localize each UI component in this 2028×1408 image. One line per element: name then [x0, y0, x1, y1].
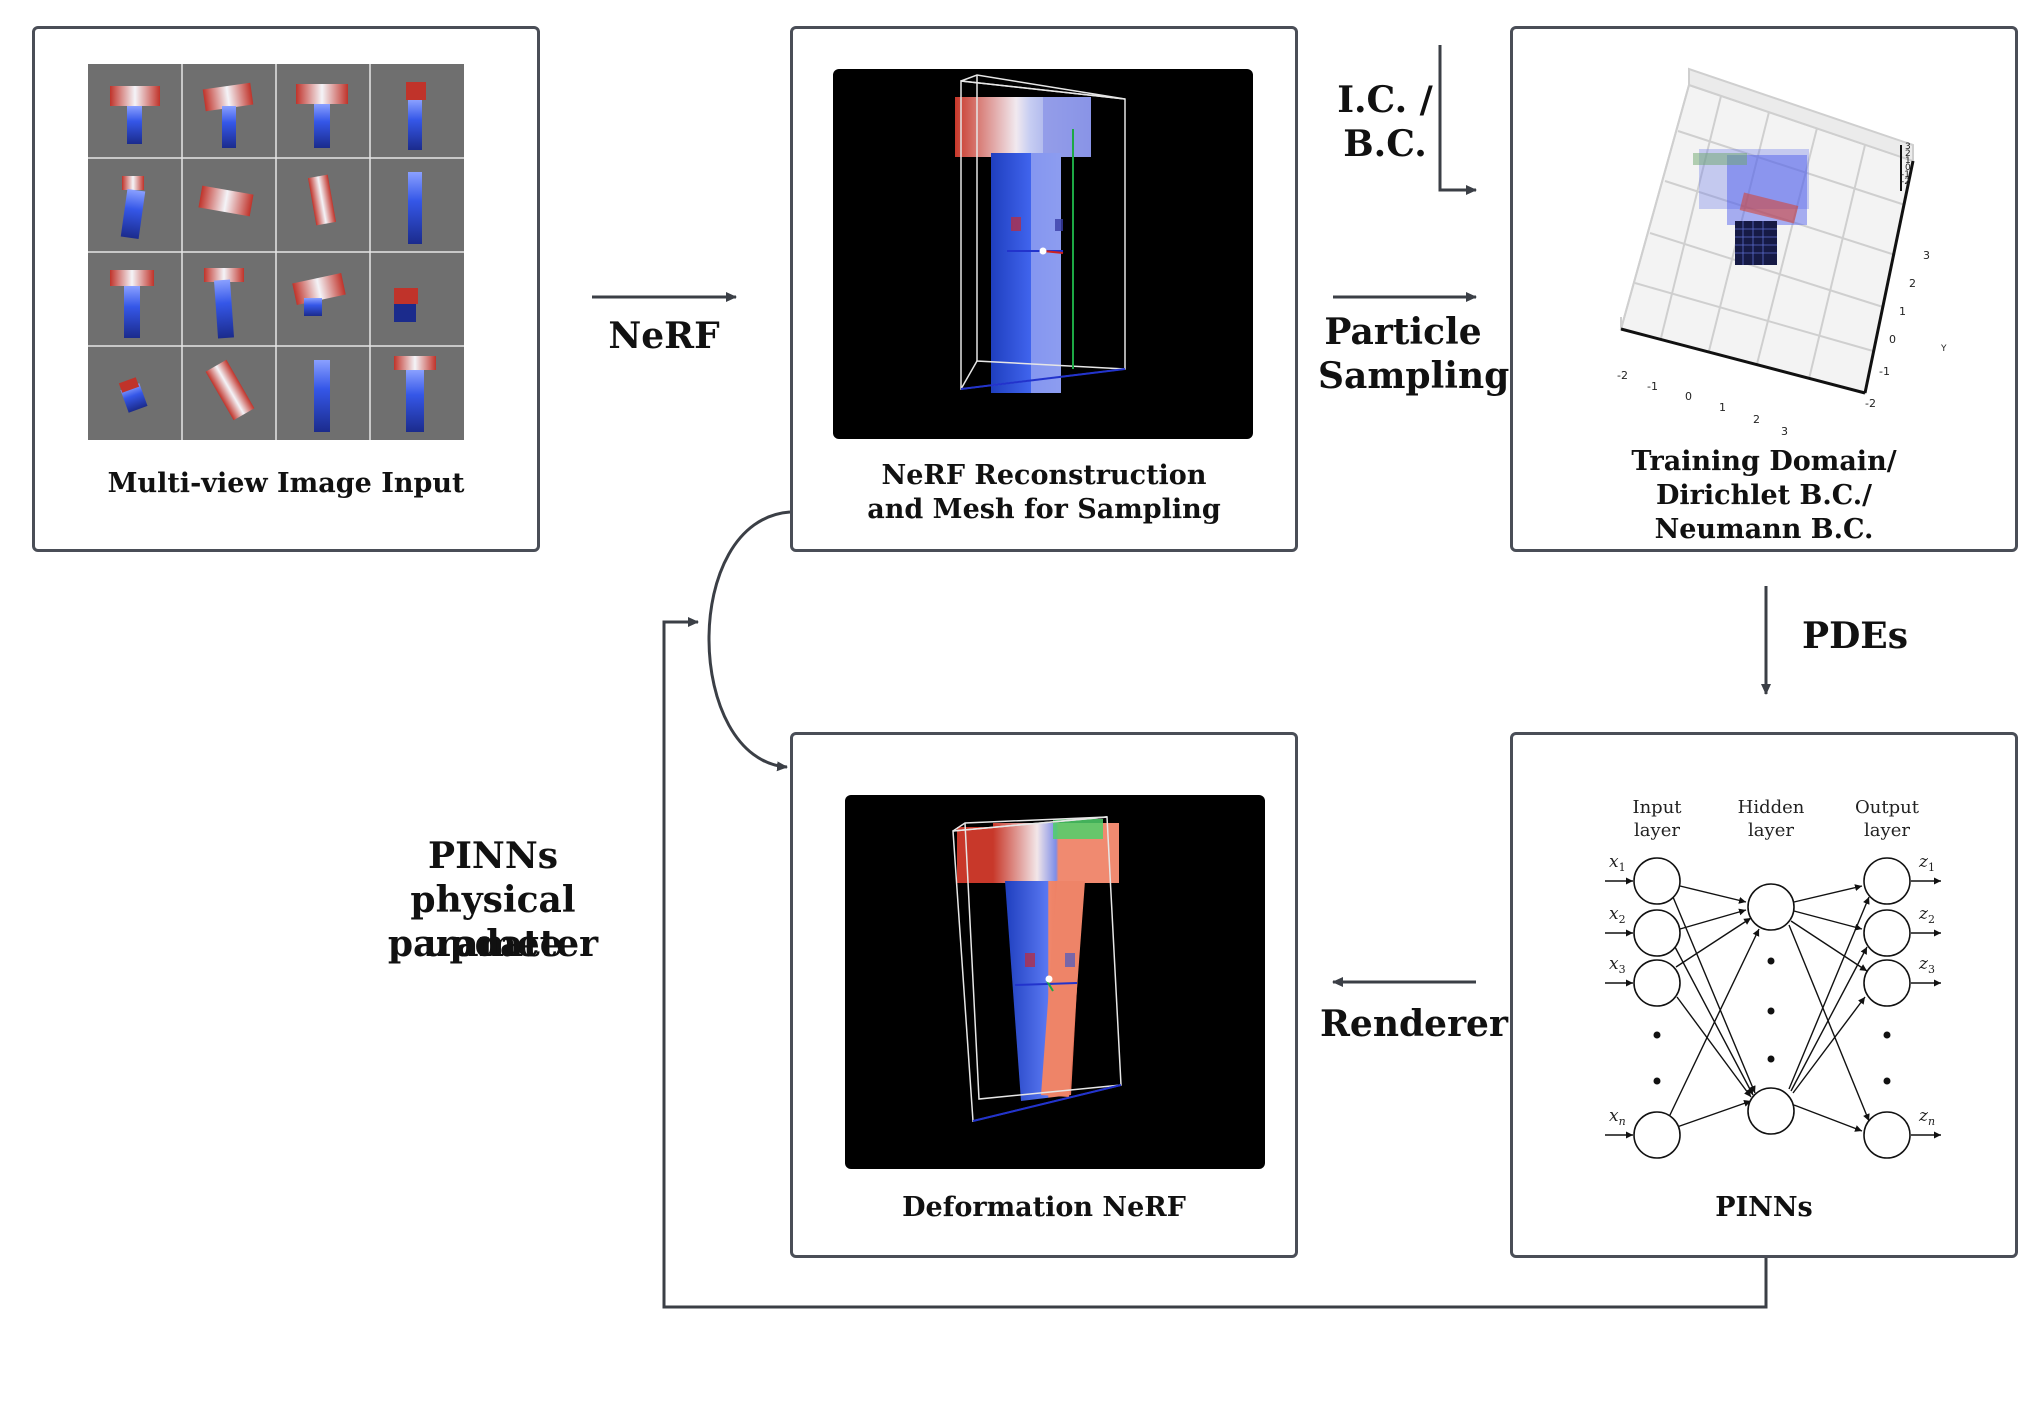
x-tick-5: 3 — [1781, 425, 1788, 438]
y-tick-0: 3 — [1923, 249, 1930, 262]
y-axis-label: Y — [1940, 344, 1947, 354]
nerf-reconstruction-caption-line1: NeRF Reconstruction — [881, 460, 1207, 491]
svg-text:zn: zn — [1918, 1106, 1935, 1128]
y-tick-3: 0 — [1889, 333, 1896, 346]
pinns-network-diagram: Input layer Hidden layer Output layer — [1605, 797, 1941, 1159]
svg-text:xn: xn — [1609, 1106, 1626, 1128]
input-node — [1633, 1111, 1681, 1159]
svg-text:x1: x1 — [1609, 852, 1626, 874]
z-tick-5: -2 — [1901, 177, 1910, 187]
edge-label-ic-bc-line2: B.C. — [1343, 123, 1427, 165]
edge-label-pdes: PDEs — [1802, 615, 1908, 657]
input-label-n: x — [1609, 1106, 1619, 1126]
input-label-3: x — [1609, 954, 1619, 974]
arrow-parameter-update — [662, 617, 1768, 1309]
input-sub-2: 2 — [1619, 913, 1626, 926]
svg-text:x2: x2 — [1609, 904, 1626, 926]
x-tick-3: 1 — [1719, 401, 1726, 414]
hidden-layer-header-2: layer — [1748, 820, 1794, 841]
hidden-node — [1747, 883, 1795, 931]
edge-label-particle-line1: Particle — [1324, 311, 1482, 353]
output-label-1: z — [1918, 852, 1929, 872]
edge-label-update-line3: update — [423, 923, 563, 965]
edge-label-nerf: NeRF — [608, 315, 720, 357]
nerf-reconstruction-box: NeRF Reconstruction and Mesh for Samplin… — [790, 26, 1298, 552]
z-tick-3: 0 — [1905, 163, 1911, 173]
training-domain-box: -2 -1 0 1 2 3 3 2 1 0 -1 -2 Y 3 2 1 0 -1… — [1510, 26, 2018, 552]
z-tick-0: 3 — [1905, 142, 1911, 152]
y-tick-1: 2 — [1909, 277, 1916, 290]
input-sub-3: 3 — [1619, 963, 1626, 976]
svg-text:x3: x3 — [1609, 954, 1626, 976]
input-node — [1633, 857, 1681, 905]
deformation-nerf-render — [845, 795, 1265, 1169]
training-domain-3d-plot: -2 -1 0 1 2 3 3 2 1 0 -1 -2 Y 3 2 1 0 -1… — [1617, 67, 1947, 438]
edge-label-ic-bc-line1: I.C. / — [1337, 79, 1433, 121]
pinns-box: Input layer Hidden layer Output layer — [1510, 732, 2018, 1258]
svg-text:z2: z2 — [1918, 904, 1935, 926]
output-node — [1863, 1111, 1911, 1159]
output-sub-3: 3 — [1928, 963, 1935, 976]
input-layer-header-2: layer — [1634, 820, 1680, 841]
output-node — [1863, 857, 1911, 905]
input-node — [1633, 909, 1681, 957]
arrow-mesh-to-deformation — [707, 510, 791, 772]
x-tick-4: 2 — [1753, 413, 1760, 426]
z-tick-1: 2 — [1905, 149, 1911, 159]
multiview-caption: Multi-view Image Input — [107, 468, 465, 499]
edge-label-renderer: Renderer — [1320, 1003, 1508, 1045]
input-label-1: x — [1609, 852, 1619, 872]
svg-text:z3: z3 — [1918, 954, 1935, 976]
output-label-3: z — [1918, 954, 1929, 974]
nerf-reconstruction-render — [833, 69, 1253, 439]
multiview-box: Multi-view Image Input — [32, 26, 540, 552]
x-tick-2: 0 — [1685, 390, 1692, 403]
y-tick-4: -1 — [1879, 365, 1890, 378]
output-layer-header-2: layer — [1864, 820, 1910, 841]
z-tick-2: 1 — [1905, 156, 1911, 166]
training-domain-caption-line2: Dirichlet B.C./ — [1655, 480, 1873, 511]
edge-label-update-line1: PINNs — [428, 835, 558, 877]
edge-label-update-line2: physical parameter — [387, 879, 599, 965]
z-tick-4: -1 — [1901, 170, 1910, 180]
output-sub-n: n — [1928, 1115, 1935, 1128]
edge-label-particle-line2: Sampling — [1318, 355, 1510, 397]
arrow-ic-bc — [1438, 45, 1477, 195]
output-sub-2: 2 — [1928, 913, 1935, 926]
output-node — [1863, 909, 1911, 957]
multiview-image-grid — [88, 64, 464, 440]
svg-text:z1: z1 — [1918, 852, 1935, 874]
hidden-layer-header-1: Hidden — [1738, 797, 1805, 818]
input-sub-n: n — [1619, 1115, 1626, 1128]
training-domain-caption-line3: Neumann B.C. — [1654, 514, 1874, 545]
input-label-2: x — [1609, 904, 1619, 924]
y-tick-5: -2 — [1865, 397, 1876, 410]
training-domain-caption-line1: Training Domain/ — [1631, 446, 1897, 477]
output-sub-1: 1 — [1928, 861, 1935, 874]
input-node — [1633, 959, 1681, 1007]
nerf-reconstruction-caption-line2: and Mesh for Sampling — [867, 494, 1221, 525]
x-tick-1: -1 — [1647, 380, 1658, 393]
pinns-caption: PINNs — [1715, 1192, 1813, 1223]
output-layer-header-1: Output — [1855, 797, 1920, 818]
input-sub-1: 1 — [1619, 861, 1626, 874]
deformation-nerf-box: Deformation NeRF — [790, 732, 1298, 1258]
hidden-node — [1747, 1087, 1795, 1135]
x-tick-0: -2 — [1617, 369, 1628, 382]
deformation-nerf-caption: Deformation NeRF — [902, 1192, 1186, 1223]
output-label-2: z — [1918, 904, 1929, 924]
output-node — [1863, 959, 1911, 1007]
output-label-n: z — [1918, 1106, 1929, 1126]
input-layer-header-1: Input — [1632, 797, 1682, 818]
y-tick-2: 1 — [1899, 305, 1906, 318]
